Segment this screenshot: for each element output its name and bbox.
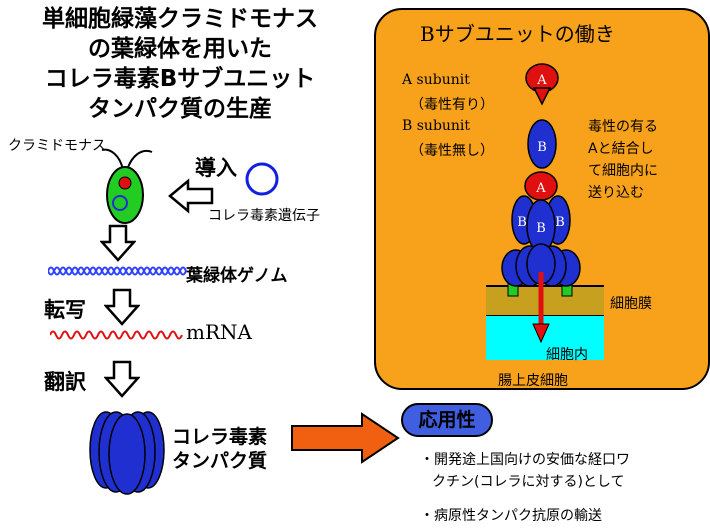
protein-label-1: コレラ毒素	[172, 426, 268, 448]
down-arrow-icon-1	[100, 224, 136, 262]
down-arrow-icon-2	[104, 288, 140, 326]
cytoplasm-label: 細胞内	[546, 347, 588, 363]
note-line-2: Aと結合し	[588, 141, 654, 157]
title-line-2: の葉緑体を用いた	[88, 36, 272, 62]
glyph-b-3: B	[536, 221, 546, 236]
toxin-membrane-illustration: A B A B B B	[486, 63, 604, 360]
introduction-arrow-icon	[168, 178, 214, 214]
chlamydomonas-label: クラミドモナス	[8, 138, 106, 154]
application-arrow-icon	[291, 412, 400, 464]
title-line-4: タンパク質の生産	[88, 96, 272, 122]
genome-label: 葉緑体ゲノム	[186, 266, 288, 286]
glyph-b-4: B	[555, 215, 565, 230]
glyph-b-1: B	[537, 140, 547, 155]
note-line-3: て細胞内に	[588, 163, 658, 179]
b-subunit-desc: （毒性無し）	[410, 143, 494, 159]
chloroplast-genome-wave	[48, 266, 187, 276]
title-line-3: コレラ毒素Bサブユニット	[44, 66, 316, 92]
introduction-label: 導入	[195, 156, 237, 180]
free-b-subunit: B	[527, 119, 557, 169]
chlamydomonas-cell-illustration	[101, 148, 153, 224]
membrane-bound-complex	[501, 243, 581, 344]
glyph-a-2: A	[535, 181, 546, 196]
mrna-wave	[50, 330, 183, 340]
application-badge: 応用性	[401, 403, 493, 437]
a-subunit-label: A subunit	[402, 72, 470, 88]
free-a-subunit: A	[525, 63, 559, 106]
protein-label-2: タンパク質	[172, 450, 268, 472]
down-arrow-icon-3	[104, 360, 140, 398]
a-subunit-desc: （毒性有り）	[410, 97, 494, 113]
cholera-toxin-pentamer-illustration	[89, 411, 165, 495]
panel-title: Bサブユニットの働き	[420, 22, 615, 46]
title-line-1: 単細胞緑藻クラミドモナス	[42, 6, 318, 32]
application-item-2: ・病原性タンパク抗原の輸送	[420, 508, 602, 524]
translation-label: 翻訳	[44, 370, 86, 394]
application-item-1-line-2: クチン(コレラに対する)として	[432, 474, 625, 490]
note-line-1: 毒性の有る	[588, 119, 658, 135]
application-item-1-line-1: ・開発途上国向けの安価な経口ワ	[420, 452, 630, 468]
ab5-complex: A B B B	[511, 171, 571, 253]
gene-circle-icon	[245, 162, 279, 196]
glyph-b-2: B	[517, 215, 527, 230]
membrane-label: 細胞膜	[610, 296, 652, 312]
glyph-a-1: A	[536, 73, 547, 88]
b-subunit-label: B subunit	[402, 118, 471, 134]
transcription-label: 転写	[44, 298, 86, 322]
cell-label: 腸上皮細胞	[498, 373, 568, 389]
gene-label: コレラ毒素遺伝子	[208, 208, 320, 224]
mrna-label: mRNA	[186, 320, 252, 344]
note-line-4: 送り込む	[588, 185, 644, 201]
